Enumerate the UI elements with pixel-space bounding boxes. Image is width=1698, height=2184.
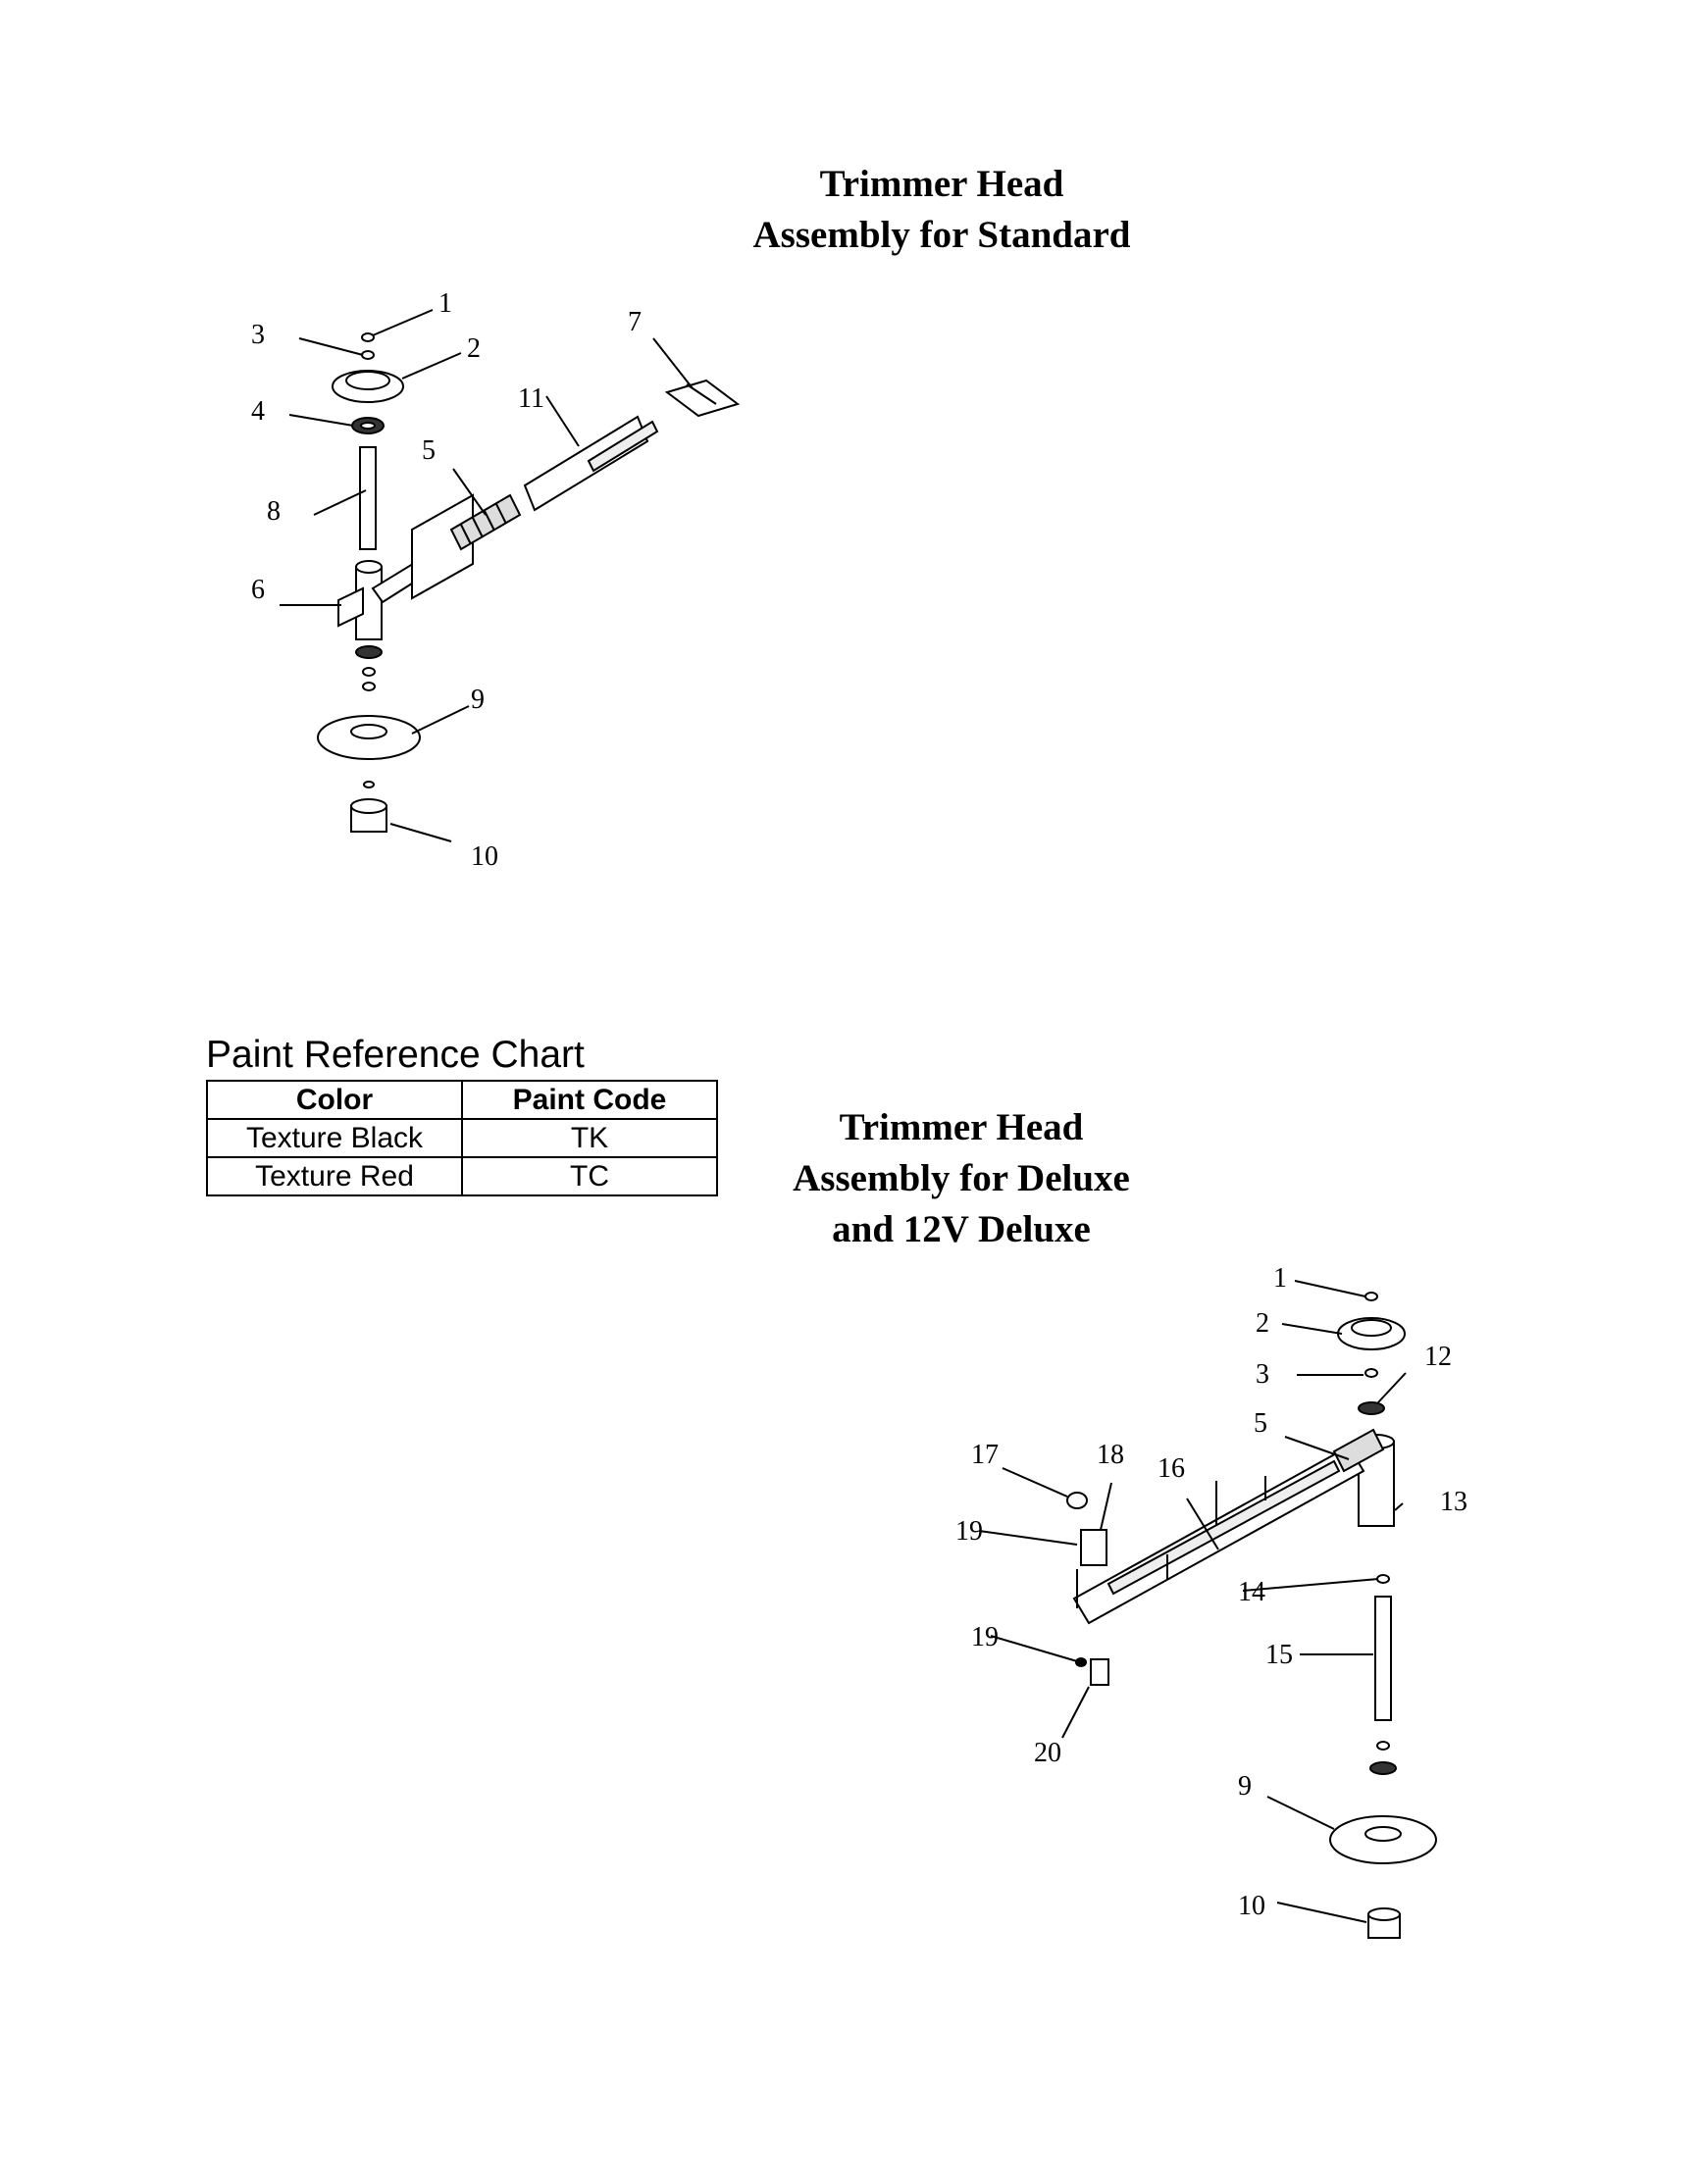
deck-plate-hole-part xyxy=(350,724,387,739)
washer-part xyxy=(1364,1368,1378,1378)
nut-part xyxy=(1364,1292,1378,1301)
callout-2: 2 xyxy=(1256,1308,1269,1339)
callout-6: 6 xyxy=(251,575,265,605)
trimmer-spool-top-part xyxy=(1367,1907,1401,1921)
callout-10: 10 xyxy=(471,841,498,872)
lower-bearing-part xyxy=(355,645,383,659)
lower-washer-part xyxy=(362,667,376,677)
clevis-part xyxy=(1080,1529,1107,1566)
callout-17: 17 xyxy=(971,1440,999,1470)
nut-part xyxy=(361,332,375,342)
washer-part xyxy=(361,350,375,360)
washer-part xyxy=(1376,1574,1390,1584)
callout-8: 8 xyxy=(267,496,281,527)
shaft-part xyxy=(359,446,377,550)
callout-19: 19 xyxy=(971,1622,999,1652)
clip-part xyxy=(1090,1658,1109,1686)
spring-part xyxy=(1332,1428,1385,1473)
callout-15: 15 xyxy=(1265,1640,1293,1670)
callout-5: 5 xyxy=(1254,1408,1267,1439)
spindle-top-part xyxy=(355,560,383,574)
deluxe-assembly-title: Trimmer Head Assembly for Deluxe and 12V… xyxy=(746,1102,1177,1255)
bearing-inner-part xyxy=(360,422,376,430)
tube-slot-part xyxy=(587,420,659,473)
callout-13: 13 xyxy=(1440,1487,1467,1517)
tube-part xyxy=(523,415,649,512)
callout-14: 14 xyxy=(1238,1577,1265,1607)
deluxe-title-line-3: and 12V Deluxe xyxy=(832,1208,1091,1250)
callout-3: 3 xyxy=(1256,1359,1269,1390)
callout-18: 18 xyxy=(1097,1440,1124,1470)
standard-callouts: 1 2 3 4 5 6 7 8 9 10 11 xyxy=(251,288,642,872)
standard-title-line-2: Assembly for Standard xyxy=(752,214,1131,256)
header-color: Color xyxy=(206,1080,463,1120)
frame-plate-part xyxy=(411,493,474,600)
deluxe-assembly-drawing xyxy=(1066,1292,1437,1939)
table-row: Texture Black TK xyxy=(206,1118,718,1158)
cell-paint-code: TC xyxy=(461,1156,718,1196)
standard-assembly-drawing xyxy=(317,332,741,833)
callout-7: 7 xyxy=(628,307,642,337)
callout-2: 2 xyxy=(467,333,481,364)
callout-1: 1 xyxy=(1273,1263,1287,1294)
header-paint-code: Paint Code xyxy=(461,1080,718,1120)
pulley-hub-part xyxy=(1351,1319,1392,1337)
bearing-part xyxy=(1358,1401,1385,1415)
callout-10: 10 xyxy=(1238,1891,1265,1921)
deck-plate-hole-part xyxy=(1364,1826,1402,1842)
standard-title-line-1: Trimmer Head xyxy=(819,163,1064,205)
table-header-row: Color Paint Code xyxy=(206,1080,718,1120)
end-cap-part xyxy=(1066,1492,1088,1509)
standard-assembly-title: Trimmer Head Assembly for Standard xyxy=(706,159,1177,261)
callout-11: 11 xyxy=(518,383,544,414)
leader-lines xyxy=(280,309,1407,1923)
frame-bracket-part xyxy=(337,586,364,628)
shaft-part xyxy=(1374,1596,1392,1721)
callout-5: 5 xyxy=(422,435,436,466)
callout-19: 19 xyxy=(955,1516,983,1547)
callout-9: 9 xyxy=(1238,1771,1252,1802)
cell-paint-code: TK xyxy=(461,1118,718,1158)
deluxe-callouts: 1 2 3 12 5 17 18 16 13 19 14 15 19 20 9 … xyxy=(955,1263,1467,1921)
callout-3: 3 xyxy=(251,320,265,350)
paint-reference-table: Color Paint Code Texture Black TK Textur… xyxy=(206,1080,718,1196)
trimmer-spool-top-part xyxy=(350,798,387,814)
callout-12: 12 xyxy=(1424,1342,1452,1372)
pin-part xyxy=(1075,1657,1087,1667)
lower-bearing-part xyxy=(1369,1761,1397,1775)
callout-9: 9 xyxy=(471,685,485,715)
lower-nut-part xyxy=(362,682,376,691)
callout-1: 1 xyxy=(438,288,452,319)
deluxe-title-line-2: Assembly for Deluxe xyxy=(793,1157,1130,1199)
table-row: Texture Red TC xyxy=(206,1156,718,1196)
paint-chart-title: Paint Reference Chart xyxy=(206,1034,585,1076)
callout-16: 16 xyxy=(1158,1453,1185,1484)
callout-20: 20 xyxy=(1034,1738,1061,1768)
mount-bracket-part xyxy=(664,379,741,418)
pulley-hub-part xyxy=(345,371,390,390)
cell-color: Texture Black xyxy=(206,1118,463,1158)
spring-part xyxy=(449,493,522,551)
deluxe-title-line-1: Trimmer Head xyxy=(839,1106,1084,1148)
callout-4: 4 xyxy=(251,396,265,427)
cell-color: Texture Red xyxy=(206,1156,463,1196)
